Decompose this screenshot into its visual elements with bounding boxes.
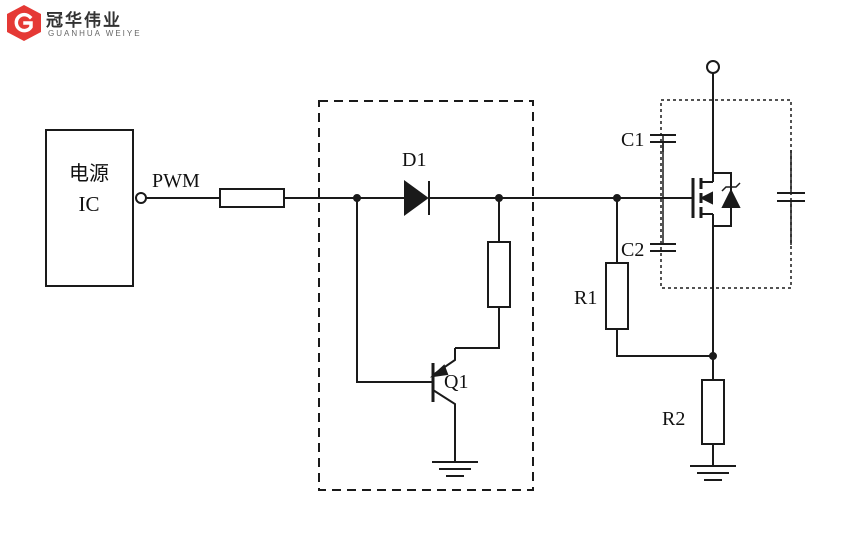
q1-emitter-lead [432,389,456,462]
r2-label: R2 [662,408,685,430]
driver-dashed-box [318,100,534,491]
diode-d1 [404,180,429,216]
ic-label-line2: IC [79,192,100,216]
ic-label-line1: 电源 [69,161,109,185]
q1-collector-wire [455,307,500,349]
resistor-r1 [605,262,629,330]
q1-emitter-arrow [429,364,449,378]
mosfet-dotted-box [660,99,792,289]
pwm-output-terminal [135,192,147,204]
logo-english-text: GUANHUA WEIYE [48,29,142,38]
mosfet-arrow [699,191,713,205]
gate-resistor [219,188,285,208]
resistor-r2 [701,379,725,445]
logo-mark-icon [7,5,41,41]
q1-label: Q1 [444,371,468,393]
pwm-label: PWM [152,170,200,192]
q1-base-wire [356,198,433,383]
r1-label: R1 [574,287,597,309]
company-logo: 冠华伟业 GUANHUA WEIYE [4,4,154,42]
logo-chinese-text: 冠华伟业 [46,11,122,31]
supply-terminal [706,60,720,74]
c1-label: C1 [621,129,644,151]
power-ic-block [45,129,134,287]
c2-label: C2 [621,239,644,261]
d1-label: D1 [402,149,426,171]
body-diode [721,188,741,208]
r1-wire-bottom [616,329,713,357]
driver-resistor [487,241,511,308]
